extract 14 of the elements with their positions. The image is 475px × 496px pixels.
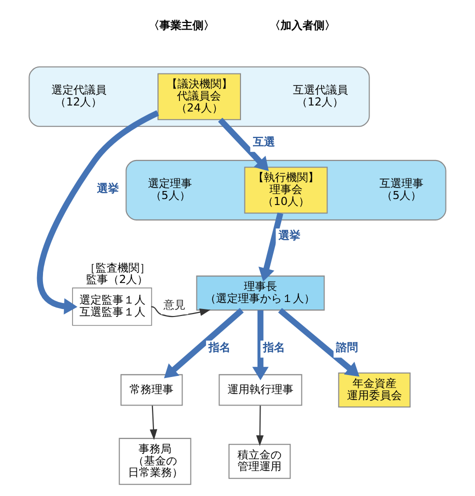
node-text: 互選代議員（12人） [292,84,348,109]
edge-label: 選挙 [97,182,120,196]
edge-label: 指名 [263,341,286,354]
edge-label: 指名 [208,341,231,354]
edge-label: 意見 [164,298,186,312]
node-text: 互選理事（5人） [379,177,424,202]
label: 〈加入者側〉 [269,18,336,32]
label: 〈事業主側〉 [148,18,215,32]
edge-label: 選挙 [278,228,300,242]
edge-label: 互選 [252,135,275,148]
node-text: 選定代議員（12人） [51,84,106,109]
node-label: ［監査機関］監事（2人） [84,261,150,286]
node-text: 選定理事（5人） [148,177,192,202]
edge-label: 諮問 [336,341,358,354]
